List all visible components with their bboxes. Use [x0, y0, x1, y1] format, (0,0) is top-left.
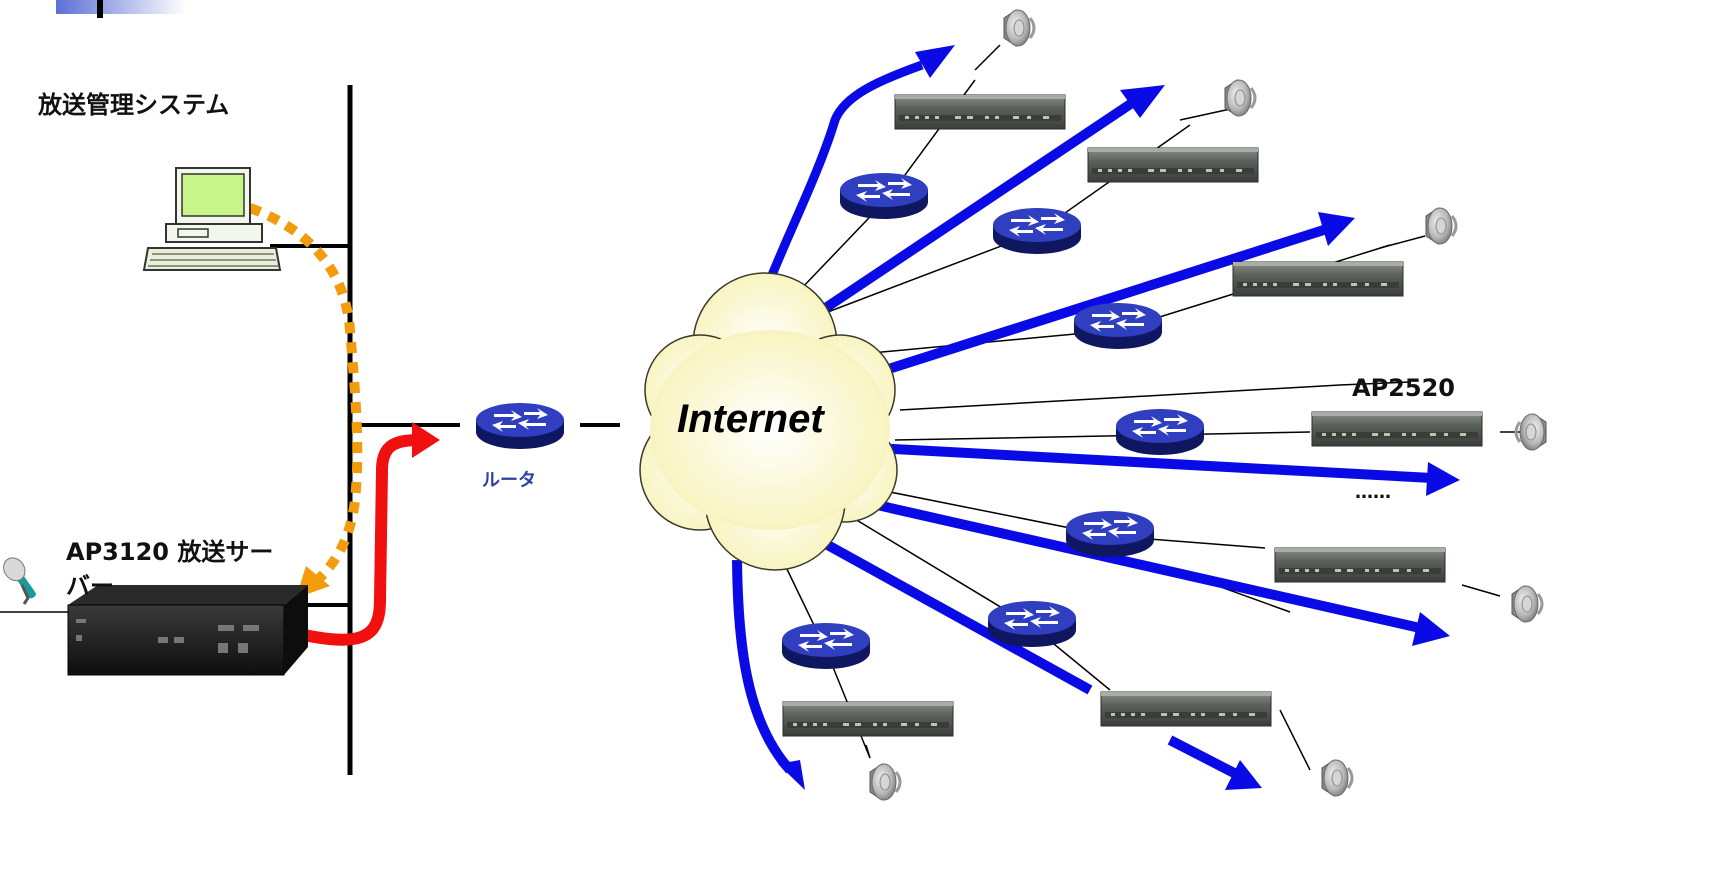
- management-system-label: 放送管理システム: [37, 91, 229, 119]
- router-icon: [840, 173, 928, 219]
- microphone-icon: [3, 557, 36, 599]
- core-router-icon: [476, 403, 564, 449]
- internet-cloud-icon: [639, 272, 898, 571]
- terminal-device-icon: [1274, 547, 1446, 583]
- management-link-arrow: [248, 203, 363, 589]
- speaker-icon: [1320, 758, 1354, 798]
- router-icon: [1116, 409, 1204, 455]
- speaker-icon: [1223, 78, 1257, 118]
- broadcast-arrowheads: [778, 45, 1460, 790]
- server-label-line1: AP3120 放送サー: [66, 538, 273, 566]
- server-uplink-arrowhead: [412, 422, 440, 458]
- router-icon: [782, 623, 870, 669]
- corner-tab-icon: [56, 0, 186, 18]
- microphone-stand-icon: [20, 584, 30, 605]
- server-uplink-arrow: [284, 434, 426, 646]
- broadcast-server-icon: [67, 585, 308, 676]
- router-icon: [1074, 303, 1162, 349]
- speaker-icon: [1424, 206, 1458, 246]
- terminal-model-label: AP2520: [1352, 374, 1455, 402]
- router-label: ルータ: [482, 470, 536, 491]
- internet-label: Internet: [677, 397, 825, 441]
- broadcast-arrows: [732, 60, 1433, 780]
- desktop-pc-icon: [142, 167, 282, 271]
- speaker-icon: [868, 762, 902, 802]
- router-icon: [993, 208, 1081, 254]
- speaker-icon: [1510, 584, 1544, 624]
- terminal-device-icon: [894, 94, 1066, 130]
- terminal-device-icon: [1232, 261, 1404, 297]
- router-icon: [988, 601, 1076, 647]
- speaker-icon: [1002, 8, 1036, 48]
- ellipsis-label: ……: [1355, 482, 1391, 503]
- terminal-device-icon: [1311, 411, 1483, 447]
- router-icon: [1066, 511, 1154, 557]
- server-label-line2: バー: [66, 572, 114, 600]
- speaker-icon: [1514, 412, 1548, 452]
- terminal-device-icon: [782, 701, 954, 737]
- terminal-device-icon: [1087, 147, 1259, 183]
- terminal-device-icon: [1100, 691, 1272, 727]
